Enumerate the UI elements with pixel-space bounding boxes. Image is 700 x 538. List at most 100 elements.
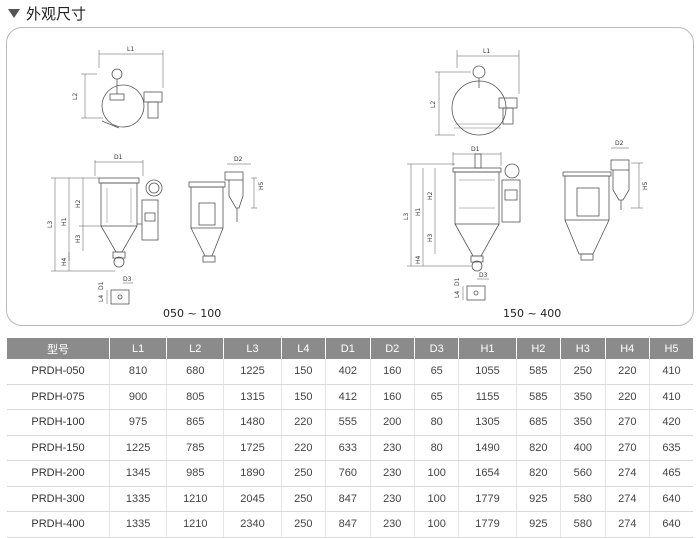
label-h3-small: H3 — [75, 234, 82, 243]
col-h5: H5 — [649, 338, 693, 359]
label-h5-large: H5 — [642, 181, 649, 190]
table-row: PRDH-200 1345 985 1890 250 760 230 100 1… — [7, 460, 693, 487]
cell: 585 — [516, 384, 562, 410]
cell: 65 — [414, 384, 460, 410]
label-h2-large: H2 — [427, 191, 434, 200]
large-outlet-detail — [462, 278, 489, 301]
cell: 230 — [370, 511, 415, 538]
cell: 200 — [370, 409, 415, 436]
range-label-small: 050 ~ 100 — [163, 307, 222, 320]
cell: 80 — [414, 409, 460, 436]
col-l4: L4 — [281, 338, 327, 359]
cell: 100 — [414, 511, 460, 538]
table-row: PRDH-150 1225 785 1725 220 633 230 80 14… — [7, 435, 693, 461]
col-h2: H2 — [516, 338, 562, 359]
label-l1-small: L1 — [127, 46, 134, 53]
col-d1: D1 — [325, 338, 371, 359]
cell: 1210 — [166, 486, 225, 512]
cell: 230 — [370, 460, 415, 487]
cell: 820 — [516, 435, 562, 461]
small-outlet-detail — [106, 282, 133, 305]
cell: 925 — [516, 511, 562, 538]
cell-model: PRDH-200 — [7, 460, 110, 487]
cell: 900 — [109, 384, 168, 410]
cell: 400 — [560, 435, 606, 461]
cell: 635 — [649, 435, 693, 461]
table-row: PRDH-050 810 680 1225 150 402 160 65 105… — [7, 359, 693, 385]
cell: 580 — [560, 511, 606, 538]
cell-model: PRDH-100 — [7, 409, 110, 436]
cell: 465 — [649, 460, 693, 487]
label-h3-large: H3 — [427, 233, 434, 242]
cell: 560 — [560, 460, 606, 487]
cell: 1225 — [223, 359, 282, 385]
label-h2-small: H2 — [75, 199, 82, 208]
range-label-large: 150 ~ 400 — [503, 307, 562, 320]
cell: 65 — [414, 359, 460, 385]
cell: 985 — [166, 460, 225, 487]
cell: 350 — [560, 384, 606, 410]
dimension-table: 型号 L1 L2 L3 L4 D1 D2 D3 H1 H2 H3 H4 H5 P… — [7, 338, 693, 538]
label-h5-small: H5 — [258, 181, 265, 190]
cell: 760 — [325, 460, 371, 487]
table-row: PRDH-075 900 805 1315 150 412 160 65 115… — [7, 384, 693, 410]
cell: 640 — [649, 511, 693, 538]
cell: 230 — [370, 435, 415, 461]
cell: 1210 — [166, 511, 225, 538]
cell-model: PRDH-050 — [7, 359, 110, 385]
col-h1: H1 — [458, 338, 517, 359]
section-header: 外观尺寸 — [8, 2, 86, 24]
cell: 785 — [166, 435, 225, 461]
label-d3-small: D3 — [123, 276, 132, 283]
large-top-view — [435, 50, 520, 136]
col-d3: D3 — [414, 338, 460, 359]
cell: 847 — [325, 486, 371, 512]
cell: 685 — [516, 409, 562, 436]
cell: 1335 — [109, 511, 168, 538]
cell: 1480 — [223, 409, 282, 436]
col-l2: L2 — [166, 338, 225, 359]
label-d1-large: D1 — [471, 146, 480, 153]
cell: 160 — [370, 359, 415, 385]
large-front-view — [407, 152, 521, 272]
cell: 220 — [605, 359, 650, 385]
cell: 1315 — [223, 384, 282, 410]
cell-model: PRDH-075 — [7, 384, 110, 410]
label-l3-small: L3 — [47, 221, 54, 228]
table-row: PRDH-100 975 865 1480 220 555 200 80 130… — [7, 409, 693, 436]
small-front-view — [51, 160, 163, 272]
cell: 100 — [414, 486, 460, 512]
label-h4-large: H4 — [415, 255, 422, 264]
cell: 1654 — [458, 460, 517, 487]
col-l1: L1 — [109, 338, 168, 359]
label-h4-small: H4 — [61, 257, 68, 266]
cell: 1305 — [458, 409, 517, 436]
dimension-drawings: L1 L2 D1 L3 H1 H2 H3 H4 D2 H5 D3 L4 D1 L… — [47, 46, 649, 305]
cell: 250 — [560, 359, 606, 385]
label-l1-large: L1 — [483, 48, 490, 55]
label-d3-large: D3 — [479, 272, 488, 279]
cell: 160 — [370, 384, 415, 410]
cell: 230 — [370, 486, 415, 512]
cell: 2045 — [223, 486, 282, 512]
cell-model: PRDH-300 — [7, 486, 110, 512]
cell: 585 — [516, 359, 562, 385]
cell: 250 — [281, 460, 327, 487]
label-l4-large: L4 — [454, 291, 461, 298]
cell: 2340 — [223, 511, 282, 538]
cell: 250 — [281, 486, 327, 512]
cell: 270 — [605, 409, 650, 436]
cell: 810 — [109, 359, 168, 385]
label-d1-small: D1 — [114, 154, 123, 161]
cell: 847 — [325, 511, 371, 538]
cell: 1055 — [458, 359, 517, 385]
cell: 270 — [605, 435, 650, 461]
cell: 220 — [281, 435, 327, 461]
col-model: 型号 — [7, 338, 110, 359]
cell: 220 — [281, 409, 327, 436]
label-l3-large: L3 — [403, 213, 410, 220]
label-l2-large: L2 — [430, 101, 437, 108]
cell: 150 — [281, 359, 327, 385]
small-top-view — [81, 50, 164, 129]
label-d1-outlet-small: D1 — [98, 281, 105, 290]
